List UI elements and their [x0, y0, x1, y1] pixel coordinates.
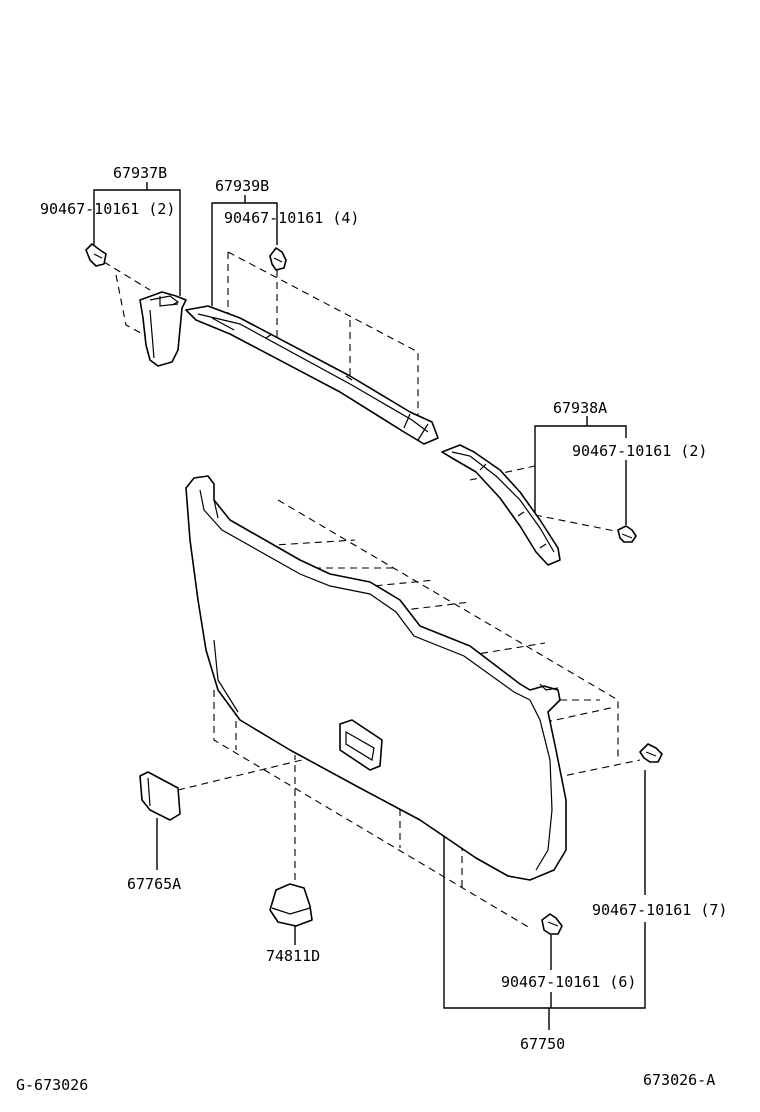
- clip-icon: [85, 243, 107, 267]
- clip-icon: [269, 247, 287, 271]
- clip-icon: [639, 743, 663, 763]
- trim-board-67750: [185, 475, 567, 881]
- label-67938A: 67938A: [553, 399, 607, 417]
- label-clip-lower-center: 90467-10161 (6): [501, 973, 636, 991]
- leader-lines: [93, 182, 646, 1030]
- label-67939B: 67939B: [215, 177, 269, 195]
- label-clip-right: 90467-10161 (2): [572, 442, 707, 460]
- trim-67939B: [185, 305, 439, 445]
- label-67750: 67750: [520, 1035, 565, 1053]
- clip-icon: [541, 913, 563, 935]
- trim-67937B: [139, 291, 187, 367]
- plug-74811D: [269, 883, 313, 927]
- diagram-id-right: 673026-A: [643, 1071, 715, 1089]
- clip-icon: [617, 525, 637, 543]
- label-clip-upper-center: 90467-10161 (4): [224, 209, 359, 227]
- label-74811D: 74811D: [266, 947, 320, 965]
- trim-67938A: [441, 444, 561, 566]
- label-67937B: 67937B: [113, 164, 167, 182]
- diagram-id-left: G-673026: [16, 1076, 88, 1094]
- label-67765A: 67765A: [127, 875, 181, 893]
- label-clip-lower-right: 90467-10161 (7): [592, 901, 727, 919]
- label-clip-upper-left: 90467-10161 (2): [40, 200, 175, 218]
- cover-67765A: [139, 771, 181, 821]
